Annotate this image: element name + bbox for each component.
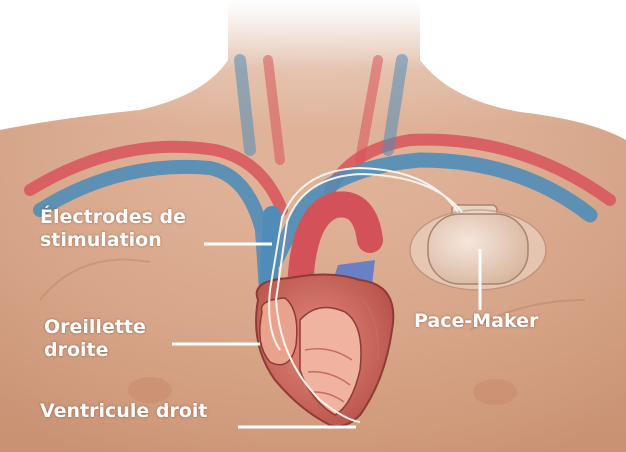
label-pacemaker: Pace-Maker — [414, 310, 538, 333]
label-pacemaker-text: Pace-Maker — [414, 310, 538, 333]
label-oreillette: Oreillette droite — [44, 316, 146, 362]
label-ventricule-text: Ventricule droit — [40, 400, 207, 423]
label-ventricule: Ventricule droit — [40, 400, 207, 423]
label-electrodes: Électrodes de stimulation — [40, 206, 186, 252]
label-oreillette-line2: droite — [44, 339, 146, 362]
label-electrodes-line2: stimulation — [40, 229, 186, 252]
right-nipple — [473, 379, 517, 405]
label-electrodes-line1: Électrodes de — [40, 206, 186, 229]
label-oreillette-line1: Oreillette — [44, 316, 146, 339]
